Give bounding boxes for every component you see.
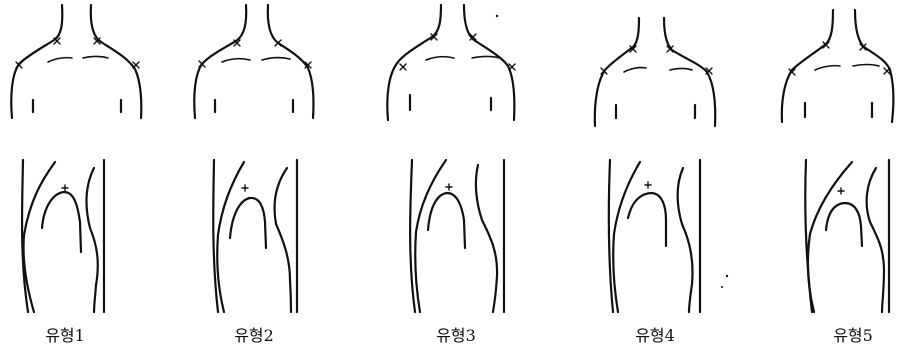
type-2-side-view [213,160,297,312]
type-2-label: 유형2 [204,326,304,346]
type-3-label: 유형3 [406,326,506,346]
type-5-front-view [782,10,893,122]
type-5-label: 유형5 [803,326,903,346]
type-4-side-view [609,160,700,312]
scan-speck [721,286,723,288]
scan-speck [726,275,728,277]
type-4-label: 유형4 [605,326,705,346]
type-1-front-view [11,5,141,118]
type-4-front-view [595,18,715,126]
type-1-label: 유형1 [15,326,115,346]
type-5-side-view [805,160,889,312]
type-2-front-view [194,5,313,118]
scan-speck [496,15,498,17]
type-1-side-view [22,160,104,312]
type-3-side-view [410,160,504,312]
type-3-front-view [387,5,515,120]
